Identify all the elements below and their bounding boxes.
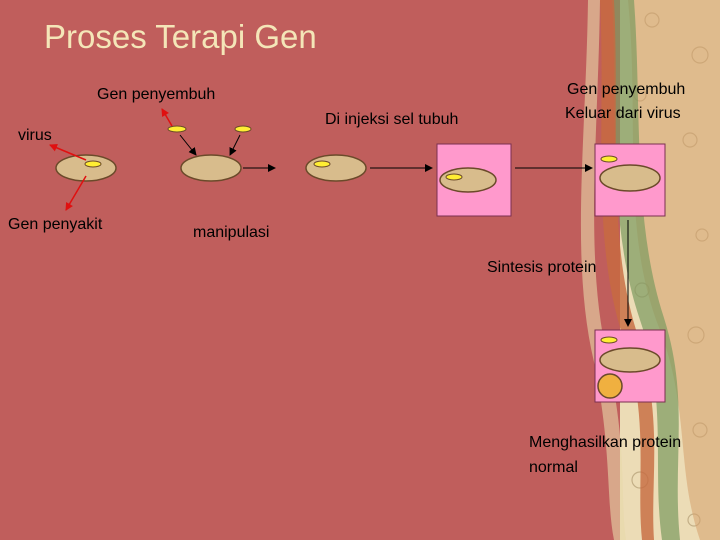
empty-virus	[599, 164, 661, 192]
healing-gene	[445, 173, 463, 181]
label-gen-penyakit: Gen penyakit	[8, 216, 103, 233]
healing-gene	[167, 125, 187, 133]
virus-cell	[55, 154, 117, 182]
healing-gene	[600, 155, 618, 163]
healing-gene	[600, 336, 618, 344]
viral-gene	[234, 125, 252, 133]
label-virus: virus	[18, 127, 52, 144]
label-sintesis-protein: Sintesis protein	[487, 259, 597, 276]
arrow-gene-in	[179, 134, 197, 156]
slide-title: Proses Terapi Gen	[44, 18, 317, 55]
label-gen-penyembuh: Gen penyembuh	[97, 86, 216, 103]
empty-virus	[180, 154, 242, 182]
label-manipulasi: manipulasi	[193, 224, 270, 241]
label-gen-penyembuh-keluar: Gen penyembuh	[567, 81, 686, 98]
arrow-gene-in	[229, 134, 241, 156]
viral-gene	[84, 160, 102, 168]
label-di-injeksi: Di injeksi sel tubuh	[325, 111, 459, 128]
normal-protein	[597, 373, 623, 399]
healing-gene	[313, 160, 331, 168]
label-normal: normal	[529, 459, 578, 476]
label-menghasilkan-protein: Menghasilkan protein	[529, 434, 682, 451]
label-keluar-dari-virus: Keluar dari virus	[565, 105, 681, 122]
empty-virus	[599, 347, 661, 373]
arrow-to-gen-penyakit	[65, 175, 87, 211]
arrow-to-gen-penyembuh	[161, 108, 173, 127]
recombinant-virus	[305, 154, 367, 182]
arrow-to-virus	[49, 144, 87, 161]
virus-in-cell	[439, 167, 497, 193]
